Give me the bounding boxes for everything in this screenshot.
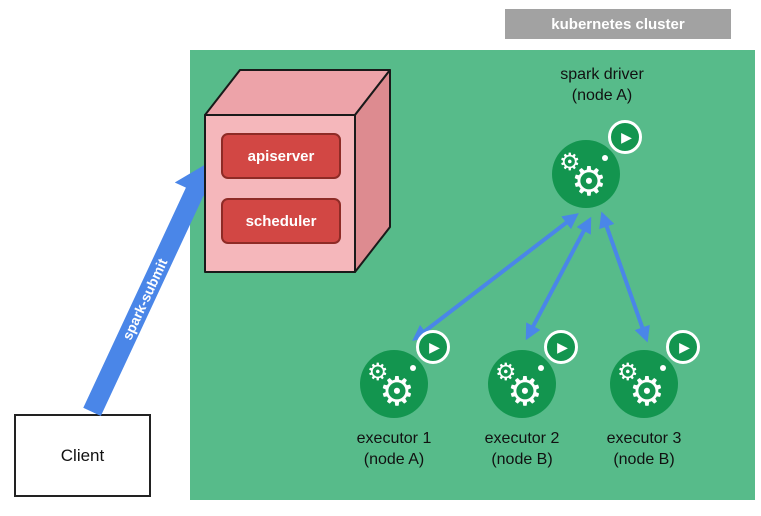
play-icon: ▶: [608, 120, 642, 154]
spark-submit-label: spark-submit: [118, 255, 171, 343]
dot-icon: [660, 365, 666, 371]
dot-icon: [538, 365, 544, 371]
gear-icon: ⚙: [495, 359, 517, 386]
client-label: Client: [60, 445, 105, 465]
pod-circle: ⚙ ⚙: [360, 350, 428, 418]
executor-1-name: executor 1: [356, 430, 432, 447]
executor-2-name: executor 2: [484, 430, 560, 447]
play-icon: ▶: [666, 330, 700, 364]
pod-circle: ⚙ ⚙: [610, 350, 678, 418]
gear-icon: ⚙: [559, 149, 581, 176]
executor-3-icon: ⚙ ⚙ ▶: [608, 330, 702, 422]
scheduler-box: scheduler: [221, 198, 341, 244]
gear-icon: ⚙: [571, 160, 607, 204]
executor-1-node: (node A): [363, 451, 425, 468]
play-icon: ▶: [416, 330, 450, 364]
apiserver-label: apiserver: [247, 147, 315, 165]
pod-circle: ⚙ ⚙: [488, 350, 556, 418]
pod-circle: ⚙ ⚙: [552, 140, 620, 208]
gear-icon: ⚙: [617, 359, 639, 386]
executor-2-icon: ⚙ ⚙ ▶: [486, 330, 580, 422]
gear-icon: ⚙: [367, 359, 389, 386]
play-triangle-icon: ▶: [679, 339, 690, 355]
spark-driver-icon: ⚙ ⚙ ▶: [550, 120, 644, 212]
scheduler-label: scheduler: [245, 212, 317, 230]
kubernetes-cluster-label: kubernetes cluster: [505, 9, 731, 39]
executor-1-icon: ⚙ ⚙ ▶: [358, 330, 452, 422]
spark-driver-node: (node A): [571, 87, 633, 104]
dot-icon: [602, 155, 608, 161]
gear-icon: ⚙: [507, 370, 543, 414]
play-triangle-icon: ▶: [621, 129, 632, 145]
play-triangle-icon: ▶: [429, 339, 440, 355]
play-triangle-icon: ▶: [557, 339, 568, 355]
dot-icon: [410, 365, 416, 371]
executor-1-label: executor 1 (node A): [319, 428, 469, 470]
gear-icon: ⚙: [629, 370, 665, 414]
spark-driver-label: spark driver (node A): [512, 64, 692, 106]
client-box: Client: [14, 414, 151, 497]
executor-3-name: executor 3: [606, 430, 682, 447]
gear-icon: ⚙: [379, 370, 415, 414]
executor-3-node: (node B): [613, 451, 675, 468]
executor-2-node: (node B): [491, 451, 553, 468]
executor-3-label: executor 3 (node B): [569, 428, 719, 470]
apiserver-box: apiserver: [221, 133, 341, 179]
executor-2-label: executor 2 (node B): [447, 428, 597, 470]
play-icon: ▶: [544, 330, 578, 364]
spark-driver-name: spark driver: [560, 66, 644, 83]
